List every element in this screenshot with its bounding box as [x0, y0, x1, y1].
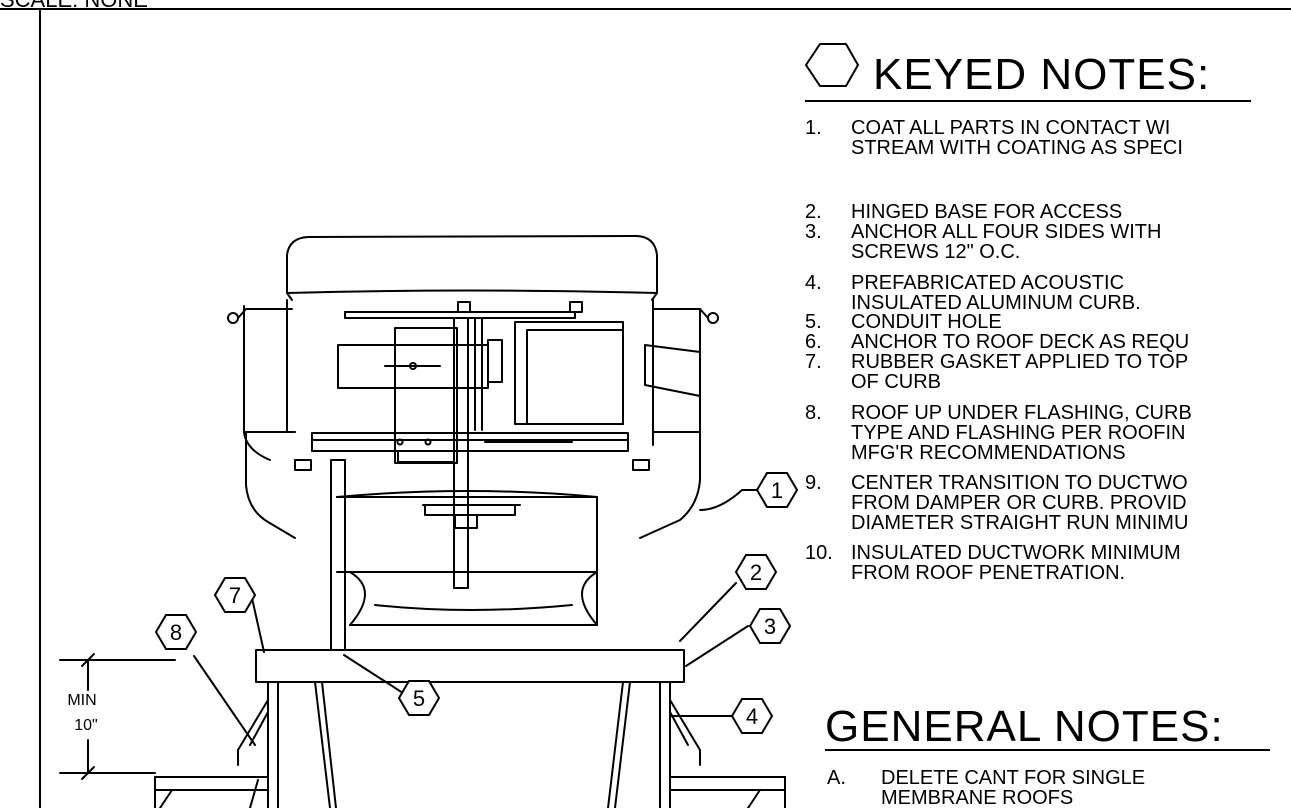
keyed-note-text: FROM ROOF PENETRATION.: [851, 563, 1126, 583]
general-notes-rule: [825, 749, 1270, 751]
keyed-note-text: FROM DAMPER OR CURB. PROVID: [851, 493, 1187, 513]
keyed-note-item: 5. CONDUIT HOLE: [805, 312, 1291, 332]
keyed-note-text: DIAMETER STRAIGHT RUN MINIMU: [851, 513, 1189, 533]
keyed-note-number: 5.: [805, 312, 822, 332]
keyed-note-text: CENTER TRANSITION TO DUCTWO: [851, 473, 1188, 493]
callout-hexagon: 4: [730, 698, 774, 734]
keyed-note-number: 10.: [805, 543, 833, 563]
general-note-item: MEMBRANE ROOFS: [805, 788, 1291, 808]
keyed-note-symbol-icon: [804, 43, 860, 87]
dimension-label-min: MIN: [67, 692, 96, 709]
keyed-note-number: 9.: [805, 473, 822, 493]
keyed-notes-heading: KEYED NOTES:: [873, 50, 1211, 99]
keyed-note-text: ANCHOR ALL FOUR SIDES WITH: [851, 222, 1162, 242]
callout-hexagon: 1: [755, 472, 799, 508]
callout-number: 8: [170, 620, 182, 645]
keyed-note-item: STREAM WITH COATING AS SPECI: [805, 138, 1291, 158]
keyed-note-item: TYPE AND FLASHING PER ROOFIN: [805, 423, 1291, 443]
callout-number: 1: [771, 478, 783, 503]
keyed-note-item: 7. RUBBER GASKET APPLIED TO TOP: [805, 352, 1291, 372]
keyed-note-item: SCREWS 12" O.C.: [805, 242, 1291, 262]
keyed-note-number: 6.: [805, 332, 822, 352]
keyed-note-item: 9. CENTER TRANSITION TO DUCTWO: [805, 473, 1291, 493]
keyed-note-number: 7.: [805, 352, 822, 372]
keyed-note-item: 2. HINGED BASE FOR ACCESS: [805, 202, 1291, 222]
keyed-note-item: 10. INSULATED DUCTWORK MINIMUM: [805, 543, 1291, 563]
keyed-note-text: SCREWS 12" O.C.: [851, 242, 1021, 262]
keyed-note-text: PREFABRICATED ACOUSTIC: [851, 273, 1125, 293]
callout-hexagon: 2: [734, 554, 778, 590]
keyed-note-item: DIAMETER STRAIGHT RUN MINIMU: [805, 513, 1291, 533]
keyed-note-number: 2.: [805, 202, 822, 222]
scale-label: SCALE: NONE: [0, 0, 148, 11]
keyed-note-item: FROM ROOF PENETRATION.: [805, 563, 1291, 583]
callout-number: 5: [413, 686, 425, 711]
general-note-item: A. DELETE CANT FOR SINGLE: [805, 768, 1291, 788]
fan-wheel: [294, 459, 650, 651]
keyed-note-number: 8.: [805, 403, 822, 423]
callout-number: 2: [750, 560, 762, 585]
keyed-note-text: STREAM WITH COATING AS SPECI: [851, 138, 1183, 158]
keyed-note-text: COAT ALL PARTS IN CONTACT WI: [851, 118, 1171, 138]
fan-windband: [227, 299, 719, 539]
motor-assembly: [311, 301, 629, 589]
roof-cant: [154, 699, 786, 808]
general-note-text: DELETE CANT FOR SINGLE: [881, 768, 1146, 788]
fan-hood: [286, 235, 658, 301]
keyed-note-item: 8. ROOF UP UNDER FLASHING, CURB: [805, 403, 1291, 423]
general-notes-heading: GENERAL NOTES:: [825, 702, 1224, 751]
keyed-note-number: 3.: [805, 222, 822, 242]
leader-lines: [193, 489, 763, 746]
keyed-note-text: MFG'R RECOMMENDATIONS: [851, 443, 1126, 463]
curb-cap: [255, 649, 685, 683]
curb-walls: [267, 681, 671, 808]
callout-hexagon: 7: [213, 577, 257, 613]
keyed-note-item: FROM DAMPER OR CURB. PROVID: [805, 493, 1291, 513]
keyed-note-number: 4.: [805, 273, 822, 293]
keyed-note-item: 6. ANCHOR TO ROOF DECK AS REQU: [805, 332, 1291, 352]
keyed-note-text: OF CURB: [851, 372, 941, 392]
callout-number: 4: [746, 704, 758, 729]
keyed-note-text: CONDUIT HOLE: [851, 312, 1002, 332]
callout-hexagon: 5: [397, 680, 441, 716]
keyed-notes-rule: [805, 100, 1251, 102]
keyed-note-text: HINGED BASE FOR ACCESS: [851, 202, 1123, 222]
keyed-note-item: 1. COAT ALL PARTS IN CONTACT WI: [805, 118, 1291, 138]
keyed-note-item: MFG'R RECOMMENDATIONS: [805, 443, 1291, 463]
keyed-note-item: 4. PREFABRICATED ACOUSTIC: [805, 273, 1291, 293]
dimension-label-value: 10": [74, 717, 97, 734]
keyed-note-text: INSULATED DUCTWORK MINIMUM: [851, 543, 1181, 563]
general-note-text: MEMBRANE ROOFS: [881, 788, 1074, 808]
keyed-note-text: ROOF UP UNDER FLASHING, CURB: [851, 403, 1192, 423]
notes-panel: KEYED NOTES: 1. COAT ALL PARTS IN CONTACT…: [805, 0, 1291, 808]
callout-number: 7: [229, 583, 241, 608]
keyed-note-item: OF CURB: [805, 372, 1291, 392]
belt-guard: [644, 344, 701, 397]
keyed-note-item: 3. ANCHOR ALL FOUR SIDES WITH: [805, 222, 1291, 242]
keyed-note-text: INSULATED ALUMINUM CURB.: [851, 293, 1141, 313]
callout-group: 1 2 3 4 5 7 8: [154, 472, 799, 734]
keyed-note-item: INSULATED ALUMINUM CURB.: [805, 293, 1291, 313]
general-note-letter: A.: [827, 768, 846, 788]
callout-hexagon: 8: [154, 614, 198, 650]
dimension-lines: [59, 653, 176, 780]
callout-hexagon: 3: [748, 608, 792, 644]
keyed-note-text: ANCHOR TO ROOF DECK AS REQU: [851, 332, 1190, 352]
keyed-note-text: RUBBER GASKET APPLIED TO TOP: [851, 352, 1189, 372]
keyed-note-number: 1.: [805, 118, 822, 138]
keyed-note-text: TYPE AND FLASHING PER ROOFIN: [851, 423, 1186, 443]
callout-number: 3: [764, 614, 776, 639]
